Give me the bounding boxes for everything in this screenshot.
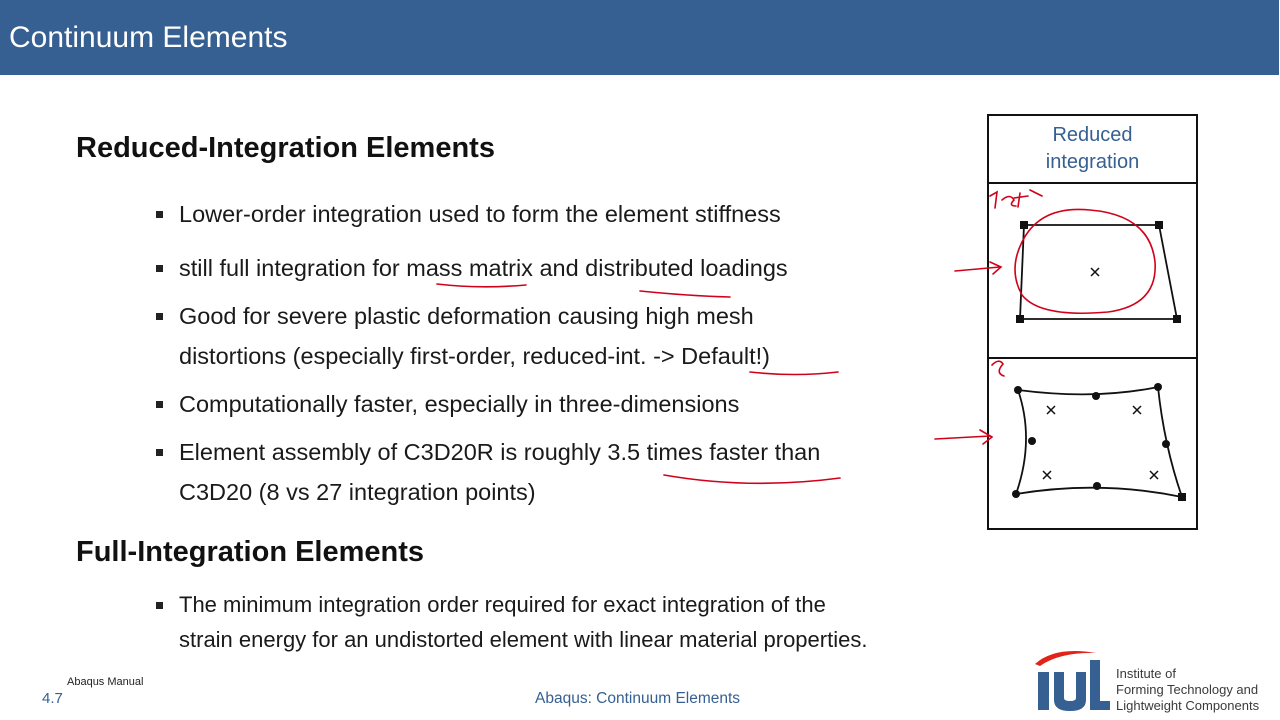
arrow-first-order [954,261,1003,275]
bullet-line: distortions (especially first-order, red… [179,343,770,369]
section-heading-reduced: Reduced-Integration Elements [76,132,495,164]
bullet-item: Element assembly of C3D20R is roughly 3.… [156,432,946,512]
bullet-line: Element assembly of C3D20R is roughly 3.… [179,439,821,465]
bullet-item: Lower-order integration used to form the… [156,194,946,234]
first-order-nodes [1016,221,1181,323]
slide-title: Continuum Elements [9,21,288,54]
underline-distributed [639,290,731,298]
bullet-item: Good for severe plastic deformation caus… [156,296,946,376]
bullet-text: Computationally faster, especially in th… [156,384,946,424]
bullet-line: C3D20 (8 vs 27 integration points) [179,479,536,505]
bullet-text: Lower-order integration used to form the… [156,194,946,234]
second-order-nodes [1012,383,1186,501]
iul-logo: Institute of Forming Technology and Ligh… [1030,646,1280,716]
bullet-line: Good for severe plastic deformation caus… [179,303,754,329]
bullet-square-icon [156,449,163,456]
logo-line1: Institute of [1116,666,1176,681]
figure-divider [989,357,1196,359]
bullet-square-icon [156,602,163,609]
footer-title: Abaqus: Continuum Elements [535,690,741,707]
section-heading-full: Full-Integration Elements [76,536,425,568]
page-number: 4.7 [42,690,63,707]
circle-integration-point [1014,208,1156,315]
note-2 [991,360,1005,377]
underline-times-faster [663,474,841,485]
note-1st [989,189,1043,209]
logo-letter-l [1090,660,1110,710]
logo-swoosh [1035,651,1096,666]
arrow-second-order [934,429,994,445]
bullet-square-icon [156,265,163,272]
logo-line3: Lightweight Components [1116,698,1260,713]
figure-header: Reduced integration [989,116,1196,184]
figure-header-line2: integration [1045,151,1140,173]
logo-letter-i [1038,672,1049,710]
iul-logo-icon [1035,651,1110,711]
second-order-element [1014,385,1184,499]
bullet-line: strain energy for an undistorted element… [179,627,868,652]
bullet-line: Lower-order integration used to form the… [179,201,781,227]
logo-text: Institute of Forming Technology and Ligh… [1116,666,1259,714]
integration-points-icon [1042,405,1159,480]
bullet-square-icon [156,401,163,408]
underline-default [749,371,839,376]
footer-reference: Abaqus Manual [67,676,144,688]
handwritten-annotations [436,189,1156,485]
bullet-text: Element assembly of C3D20R is roughly 3.… [156,432,946,512]
bullet-text: The minimum integration order required f… [156,587,946,657]
bullet-line: The minimum integration order required f… [179,592,826,617]
logo-line2: Forming Technology and [1116,682,1259,697]
bullet-item: Computationally faster, especially in th… [156,384,946,424]
bullet-line: still full integration for mass matrix a… [179,255,788,281]
bullet-item: The minimum integration order required f… [156,587,946,657]
bullet-square-icon [156,211,163,218]
figure-header-line1: Reduced [1052,124,1133,146]
bullet-text: Good for severe plastic deformation caus… [156,296,946,376]
integration-point-icon [1090,267,1100,277]
bullet-text: still full integration for mass matrix a… [156,248,946,288]
underline-mass-matrix [436,283,527,288]
first-order-element [1019,224,1179,320]
title-bar: Continuum Elements [0,0,1280,75]
bullet-line: Computationally faster, especially in th… [179,391,740,417]
logo-letter-u [1054,672,1086,711]
bullet-square-icon [156,313,163,320]
bullet-item: still full integration for mass matrix a… [156,248,946,288]
